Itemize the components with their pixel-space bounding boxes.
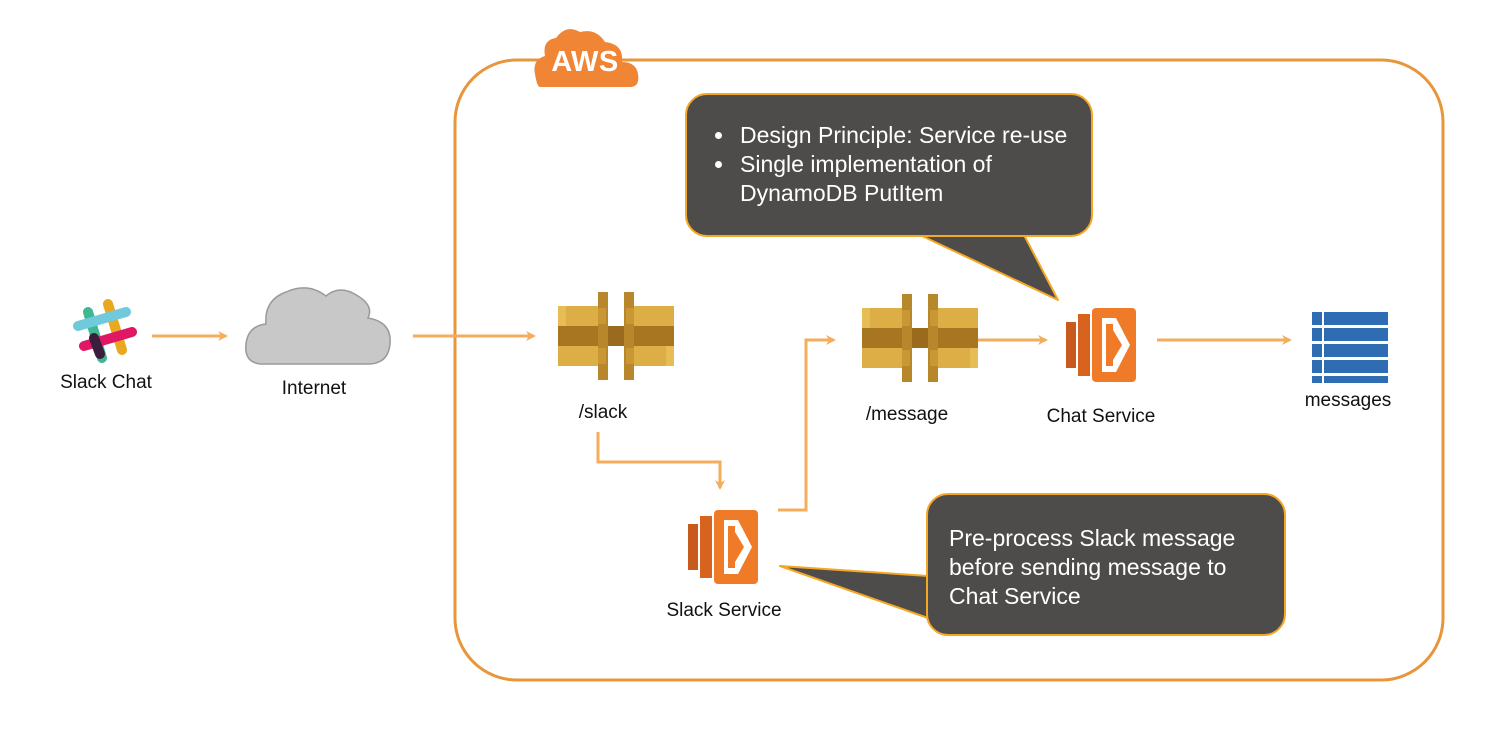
preprocess-callout: Pre-process Slack message before sending… [926,493,1286,636]
design-principle-callout: Design Principle: Service re-use Single … [685,93,1093,237]
slack-service-label: Slack Service [666,600,782,621]
callout-bullet: Design Principle: Service re-use [736,121,1073,150]
dynamodb-table-icon [1312,312,1388,383]
callout-bottom-tail [779,565,929,619]
arrow-slack-api-to-slack-service [596,432,725,490]
messages-table-label: messages [1304,390,1392,411]
connectors [152,331,1292,512]
slack-chat-label: Slack Chat [60,372,152,393]
lambda-icon [688,510,758,584]
internet-cloud-icon [245,287,391,365]
api-gateway-icon [862,294,978,382]
callout-bullet: Single implementation of DynamoDB PutIte… [736,150,1073,208]
slack-api-label: /slack [578,402,628,423]
slack-logo-icon [73,299,137,363]
callout-top-tail [919,234,1059,301]
aws-cloud-boundary [453,58,1445,682]
message-api-label: /message [865,404,949,425]
lambda-icon [1066,308,1136,382]
chat-service-label: Chat Service [1046,406,1156,427]
arrow-slack-service-to-message-api [778,335,836,512]
aws-badge-icon [534,29,639,87]
internet-label: Internet [281,378,347,399]
callout-text: Pre-process Slack message before sending… [949,525,1236,609]
api-gateway-icon [558,292,674,380]
aws-badge-label: AWS [551,46,619,78]
